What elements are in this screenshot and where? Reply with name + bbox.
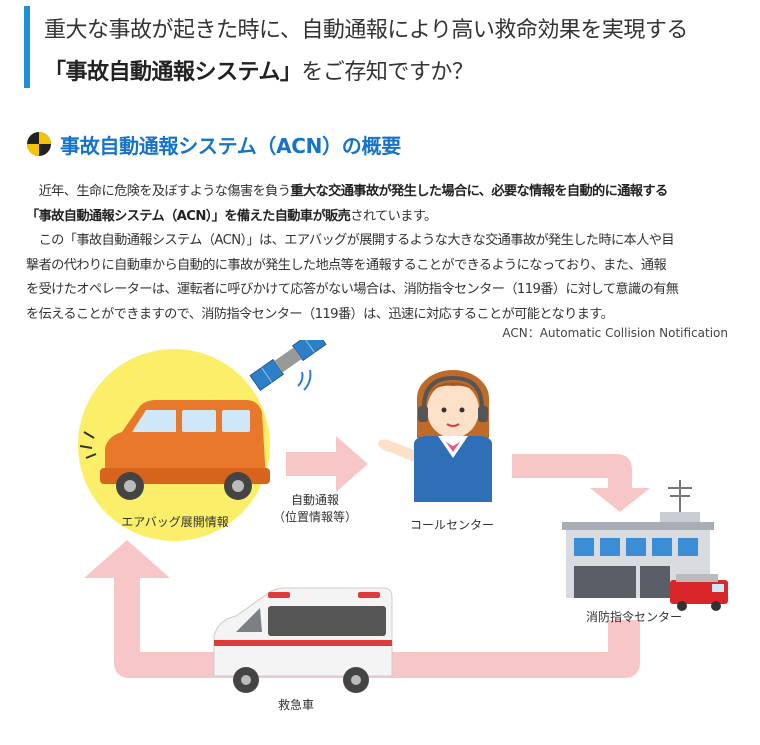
section-title: 事故自動通報システム（ACN）の概要 — [60, 133, 401, 158]
header-accent-bar — [24, 6, 30, 88]
ambulance-label: 救急車 — [277, 698, 314, 712]
paragraph-2-line-3: を受けたオペレーターは、運転者に呼びかけて応答がない場合は、消防指令センター（1… — [26, 282, 679, 297]
arrow-to-fire-center — [512, 454, 650, 512]
fire-truck-icon — [670, 574, 728, 611]
paragraph-2-line-4: を伝えることができますので、消防指令センター（119番）は、迅速に対応することが… — [26, 306, 614, 322]
paragraph-2-line-1: この「事故自動通報システム（ACN）」は、エアバッグが展開するような大きな交通事… — [26, 233, 675, 248]
overview-text: 近年、生命に危険を及ぼすような傷害を負う重大な交通事故が発生した場合に、必要な情… — [26, 180, 734, 327]
orange-car-icon — [79, 400, 270, 500]
bold-span: 「事故自動通報システム（ACN）」を備えた自動車が販売 — [26, 208, 351, 224]
paragraph-1-line-2: 「事故自動通報システム（ACN）」を備えた自動車が販売されています。 — [26, 205, 734, 230]
operator-icon — [378, 370, 492, 502]
bold-span: 重大な交通事故が発生した場合に、必要な情報を自動的に通報する — [290, 184, 668, 199]
auto-report-line-1: 自動通報 — [290, 493, 339, 507]
section-heading: 事故自動通報システム（ACN）の概要 — [26, 128, 401, 160]
auto-report-label: 自動通報 （位置情報等） — [270, 492, 360, 526]
signal-waves-icon — [297, 369, 312, 391]
header-system-name: 「事故自動通報システム」 — [44, 60, 302, 85]
fire-center-label: 消防指令センター — [585, 610, 682, 624]
page-header: 重大な事故が起きた時に、自動通報により高い救命効果を実現する 「事故自動通報シス… — [24, 6, 744, 88]
paragraph-2-line-2: 撃者の代わりに自動車から自動的に事故が発生した地点等を通報することができるように… — [26, 257, 667, 273]
arrow-to-call-center — [286, 436, 368, 492]
text-span: されています。 — [350, 208, 437, 224]
checker-circle-icon — [27, 132, 51, 156]
text-span: 近年、生命に危険を及ぼすような傷害を負う — [26, 184, 291, 199]
diagram-graphics — [78, 340, 728, 693]
header-line-1: 重大な事故が起きた時に、自動通報により高い救命効果を実現する — [44, 18, 688, 43]
acn-flow-diagram: エアバッグ展開情報 自動通報 （位置情報等） コールセンター 消防指令センター … — [0, 340, 760, 745]
header-line-2: 「事故自動通報システム」をご存知ですか？ — [44, 54, 474, 86]
paragraph-1-line-1: 近年、生命に危険を及ぼすような傷害を負う重大な交通事故が発生した場合に、必要な情… — [26, 180, 734, 205]
satellite-icon — [249, 340, 327, 392]
airbag-label: エアバッグ展開情報 — [121, 515, 229, 529]
auto-report-line-2: （位置情報等） — [272, 510, 357, 524]
ambulance-icon — [213, 587, 393, 693]
header-question: をご存知ですか？ — [301, 60, 474, 85]
fire-center-building-icon — [562, 480, 714, 598]
call-center-label: コールセンター — [409, 518, 494, 532]
acn-abbreviation-note: ACN：Automatic Collision Notification — [502, 326, 728, 340]
